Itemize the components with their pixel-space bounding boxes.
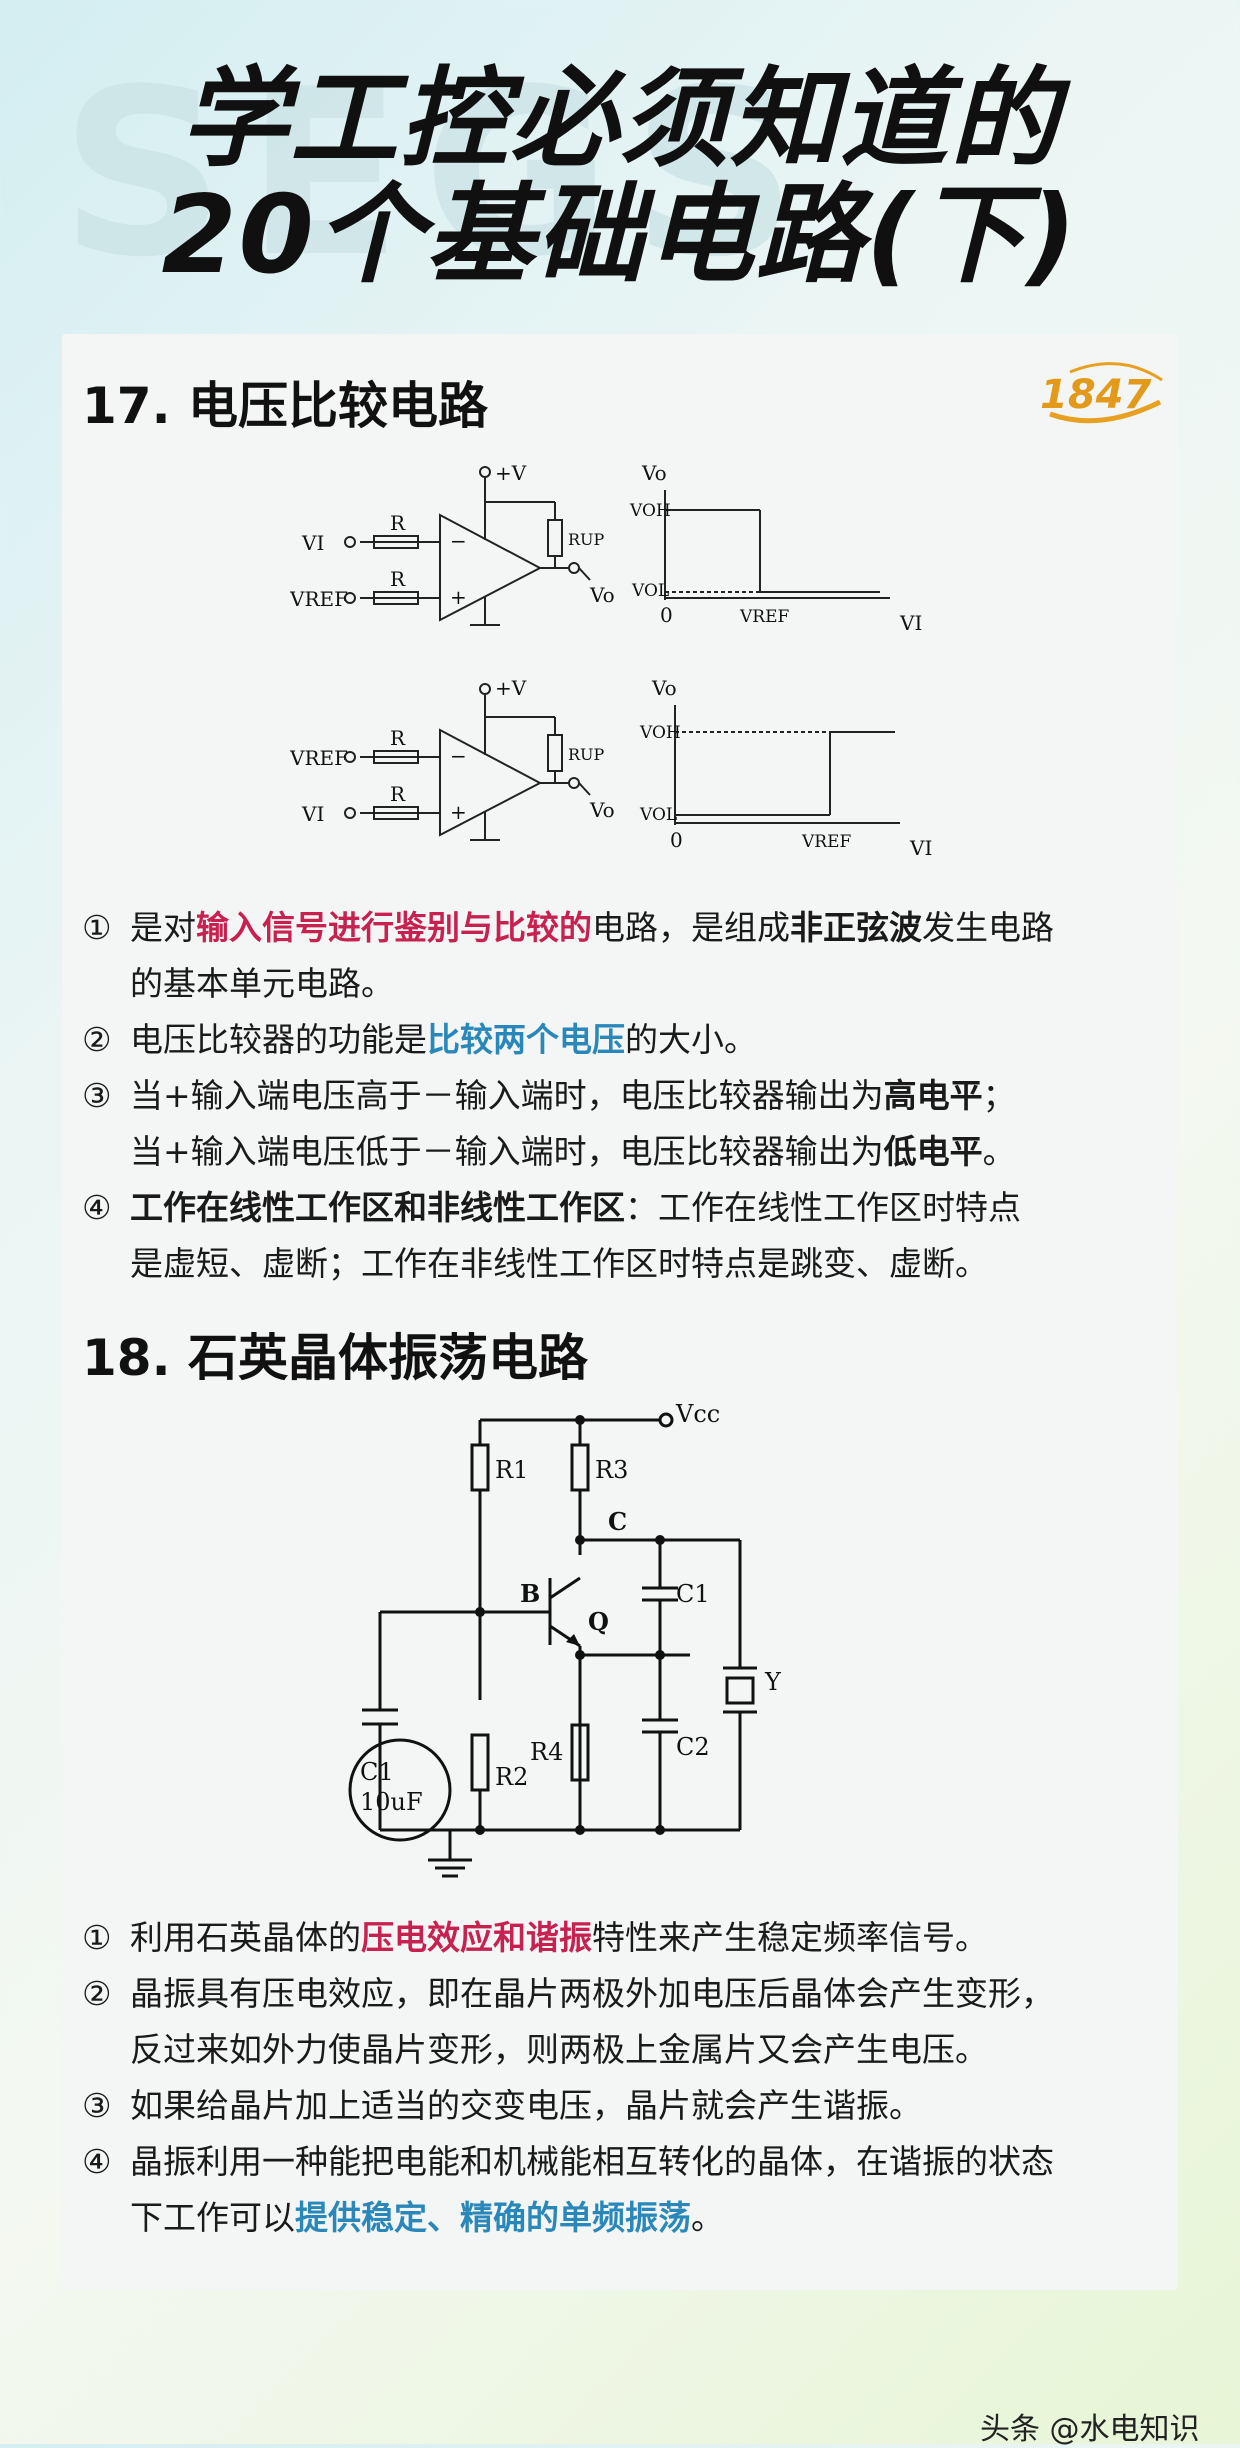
svg-text:0: 0 bbox=[670, 828, 683, 852]
svg-text:10uF: 10uF bbox=[360, 1788, 423, 1816]
crystal-oscillator-diagram: Vcc R1 R3 C B Q C1 C2 Y R4 R2 C1 10uF bbox=[348, 1400, 782, 1878]
list-item: ③ 如果给晶片加上适当的交变电压，晶片就会产生谐振。 bbox=[82, 2086, 922, 2125]
svg-text:VREF: VREF bbox=[739, 607, 789, 627]
content-card bbox=[62, 334, 1178, 2290]
svg-text:Y: Y bbox=[764, 1668, 782, 1696]
svg-text:Vo: Vo bbox=[589, 583, 615, 607]
svg-text:R: R bbox=[390, 567, 406, 591]
svg-text:R: R bbox=[390, 511, 406, 535]
svg-text:C2: C2 bbox=[676, 1733, 710, 1761]
svg-text:C: C bbox=[608, 1507, 627, 1536]
svg-text:+V: +V bbox=[495, 461, 527, 485]
list-item: ② 电压比较器的功能是比较两个电压的大小。 bbox=[82, 1020, 757, 1059]
svg-text:Vo: Vo bbox=[641, 461, 667, 485]
footer-attribution: 头条 @水电知识 bbox=[980, 2412, 1200, 2447]
svg-text:RUP: RUP bbox=[568, 745, 605, 764]
svg-text:+: + bbox=[450, 585, 467, 609]
svg-text:−: − bbox=[450, 529, 467, 553]
svg-text:Vcc: Vcc bbox=[675, 1400, 720, 1428]
brand-logo: 1847 bbox=[1040, 362, 1163, 424]
svg-text:Vo: Vo bbox=[651, 676, 677, 700]
svg-text:VOH: VOH bbox=[629, 501, 671, 521]
svg-text:RUP: RUP bbox=[568, 530, 605, 549]
svg-text:R: R bbox=[390, 782, 406, 806]
list-item: ① 利用石英晶体的压电效应和谐振特性来产生稳定频率信号。 bbox=[82, 1918, 988, 1957]
svg-text:VREF: VREF bbox=[801, 832, 851, 852]
svg-text:VOL: VOL bbox=[631, 581, 669, 601]
voltage-comparator-diagrams: +V R R VI VREF RUP Vo − + Vo VOH VOL 0 V… bbox=[290, 461, 932, 860]
svg-text:R: R bbox=[390, 726, 406, 750]
svg-text:B: B bbox=[520, 1579, 540, 1608]
svg-text:VREF: VREF bbox=[290, 746, 348, 770]
svg-text:C1: C1 bbox=[676, 1580, 710, 1608]
logo-text: 1847 bbox=[1040, 372, 1151, 418]
list-item: ② 晶振具有压电效应，即在晶片两极外加电压后晶体会产生变形，反过来如外力使晶片变… bbox=[82, 1974, 1054, 2069]
section-18-list: ① 利用石英晶体的压电效应和谐振特性来产生稳定频率信号。 ② 晶振具有压电效应，… bbox=[82, 1910, 1172, 2246]
svg-text:VI: VI bbox=[301, 531, 324, 555]
svg-text:−: − bbox=[450, 744, 467, 768]
list-item: ③ 当+输入端电压高于－输入端时，电压比较器输出为高电平；当+输入端电压低于－输… bbox=[82, 1076, 1016, 1171]
title-line-2: 20个基础电路(下) bbox=[161, 173, 1079, 298]
svg-text:+: + bbox=[450, 800, 467, 824]
svg-text:VOH: VOH bbox=[639, 723, 681, 743]
svg-text:0: 0 bbox=[660, 603, 673, 627]
svg-text:+V: +V bbox=[495, 676, 527, 700]
svg-text:R3: R3 bbox=[595, 1456, 628, 1484]
svg-text:VI: VI bbox=[301, 802, 324, 826]
svg-text:VREF: VREF bbox=[290, 587, 348, 611]
svg-text:VI: VI bbox=[899, 611, 922, 635]
title-line-1: 学工控必须知道的 bbox=[179, 57, 1060, 182]
svg-text:R1: R1 bbox=[495, 1456, 528, 1484]
section-17-list: ① 是对输入信号进行鉴别与比较的电路，是组成非正弦波发生电路的基本单元电路。 ②… bbox=[82, 900, 1172, 1292]
list-item: ① 是对输入信号进行鉴别与比较的电路，是组成非正弦波发生电路的基本单元电路。 bbox=[82, 908, 1054, 1003]
svg-text:R2: R2 bbox=[495, 1763, 528, 1791]
svg-text:R4: R4 bbox=[530, 1738, 563, 1766]
background-watermark: SEGS bbox=[60, 41, 818, 308]
svg-text:VI: VI bbox=[909, 836, 932, 860]
svg-text:C1: C1 bbox=[360, 1758, 394, 1786]
section-17-title: 17. 电压比较电路 bbox=[82, 377, 488, 435]
list-item: ④ 工作在线性工作区和非线性工作区：工作在线性工作区时特点是虚短、虚断；工作在非… bbox=[82, 1188, 1021, 1283]
svg-text:VOL: VOL bbox=[639, 805, 677, 825]
svg-text:Q: Q bbox=[588, 1607, 609, 1636]
svg-text:Vo: Vo bbox=[589, 798, 615, 822]
page-title: 学工控必须知道的 20个基础电路(下) bbox=[0, 62, 1240, 294]
list-item: ④ 晶振利用一种能把电能和机械能相互转化的晶体，在谐振的状态下工作可以提供稳定、… bbox=[82, 2142, 1054, 2237]
section-18-title: 18. 石英晶体振荡电路 bbox=[82, 1329, 588, 1387]
